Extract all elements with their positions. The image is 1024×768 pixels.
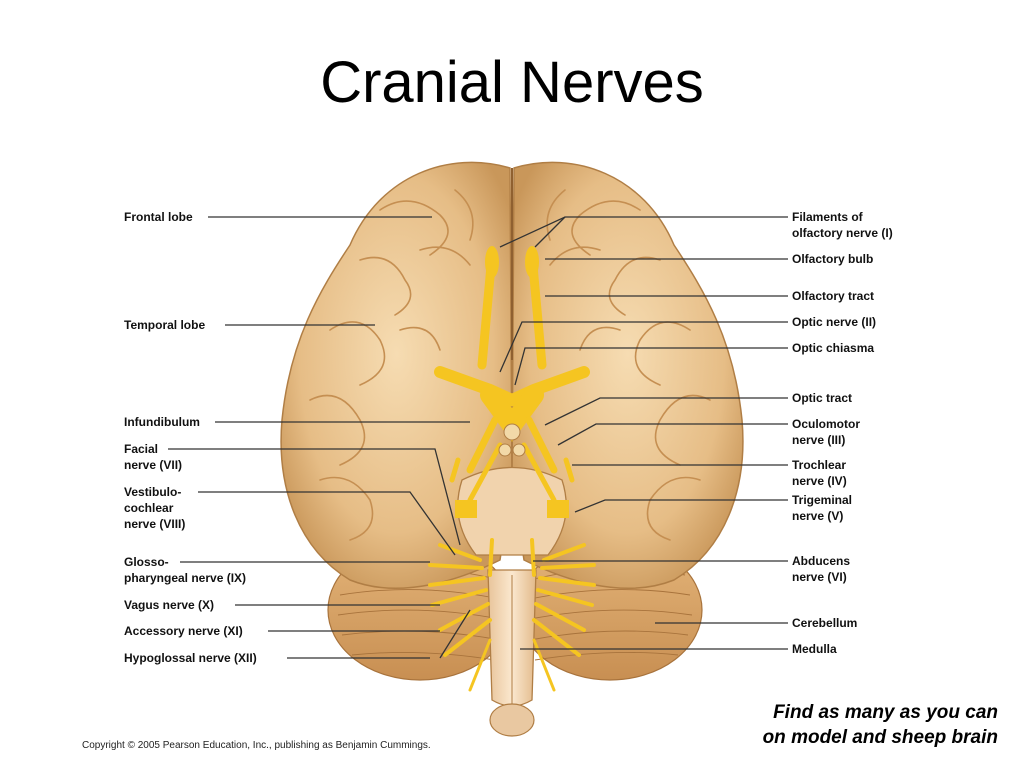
label-frontal-lobe: Frontal lobe bbox=[124, 210, 193, 224]
label-optic-nerve: Optic nerve (II) bbox=[792, 315, 877, 329]
label-glossopharyngeal-nerve: Glosso- pharyngeal nerve (IX) bbox=[124, 555, 247, 585]
label-filaments-olfactory-nerve: Filaments of olfactory nerve (I) bbox=[792, 210, 893, 240]
leader-lines bbox=[168, 216, 788, 659]
brainstem-shape bbox=[457, 466, 567, 737]
copyright-text: Copyright © 2005 Pearson Education, Inc.… bbox=[82, 740, 431, 751]
infundibulum-shape bbox=[498, 423, 526, 457]
slide-title: Cranial Nerves bbox=[320, 50, 704, 115]
label-infundibulum: Infundibulum bbox=[124, 415, 200, 429]
label-facial-nerve: Facial nerve (VII) bbox=[124, 442, 183, 472]
label-cerebellum: Cerebellum bbox=[792, 616, 858, 630]
label-trochlear-nerve: Trochlear nerve (IV) bbox=[792, 458, 847, 488]
label-oculomotor-nerve: Oculomotor nerve (III) bbox=[792, 417, 860, 447]
label-hypoglossal-nerve: Hypoglossal nerve (XII) bbox=[124, 651, 257, 665]
label-medulla: Medulla bbox=[792, 642, 837, 656]
label-optic-chiasma: Optic chiasma bbox=[792, 341, 875, 355]
label-optic-tract: Optic tract bbox=[792, 391, 853, 405]
label-trigeminal-nerve: Trigeminal nerve (V) bbox=[792, 493, 853, 523]
label-temporal-lobe: Temporal lobe bbox=[124, 318, 206, 332]
label-accessory-nerve: Accessory nerve (XI) bbox=[124, 624, 243, 638]
label-olfactory-tract: Olfactory tract bbox=[792, 289, 875, 303]
label-vestibulocochlear-nerve: Vestibulo- cochlear nerve (VIII) bbox=[124, 485, 186, 531]
cerebrum-shape bbox=[280, 161, 744, 590]
label-abducens-nerve: Abducens nerve (VI) bbox=[792, 554, 851, 584]
label-vagus-nerve: Vagus nerve (X) bbox=[124, 598, 215, 612]
instruction-note: Find as many as you can on model and she… bbox=[762, 702, 998, 748]
label-olfactory-bulb: Olfactory bulb bbox=[792, 252, 874, 266]
